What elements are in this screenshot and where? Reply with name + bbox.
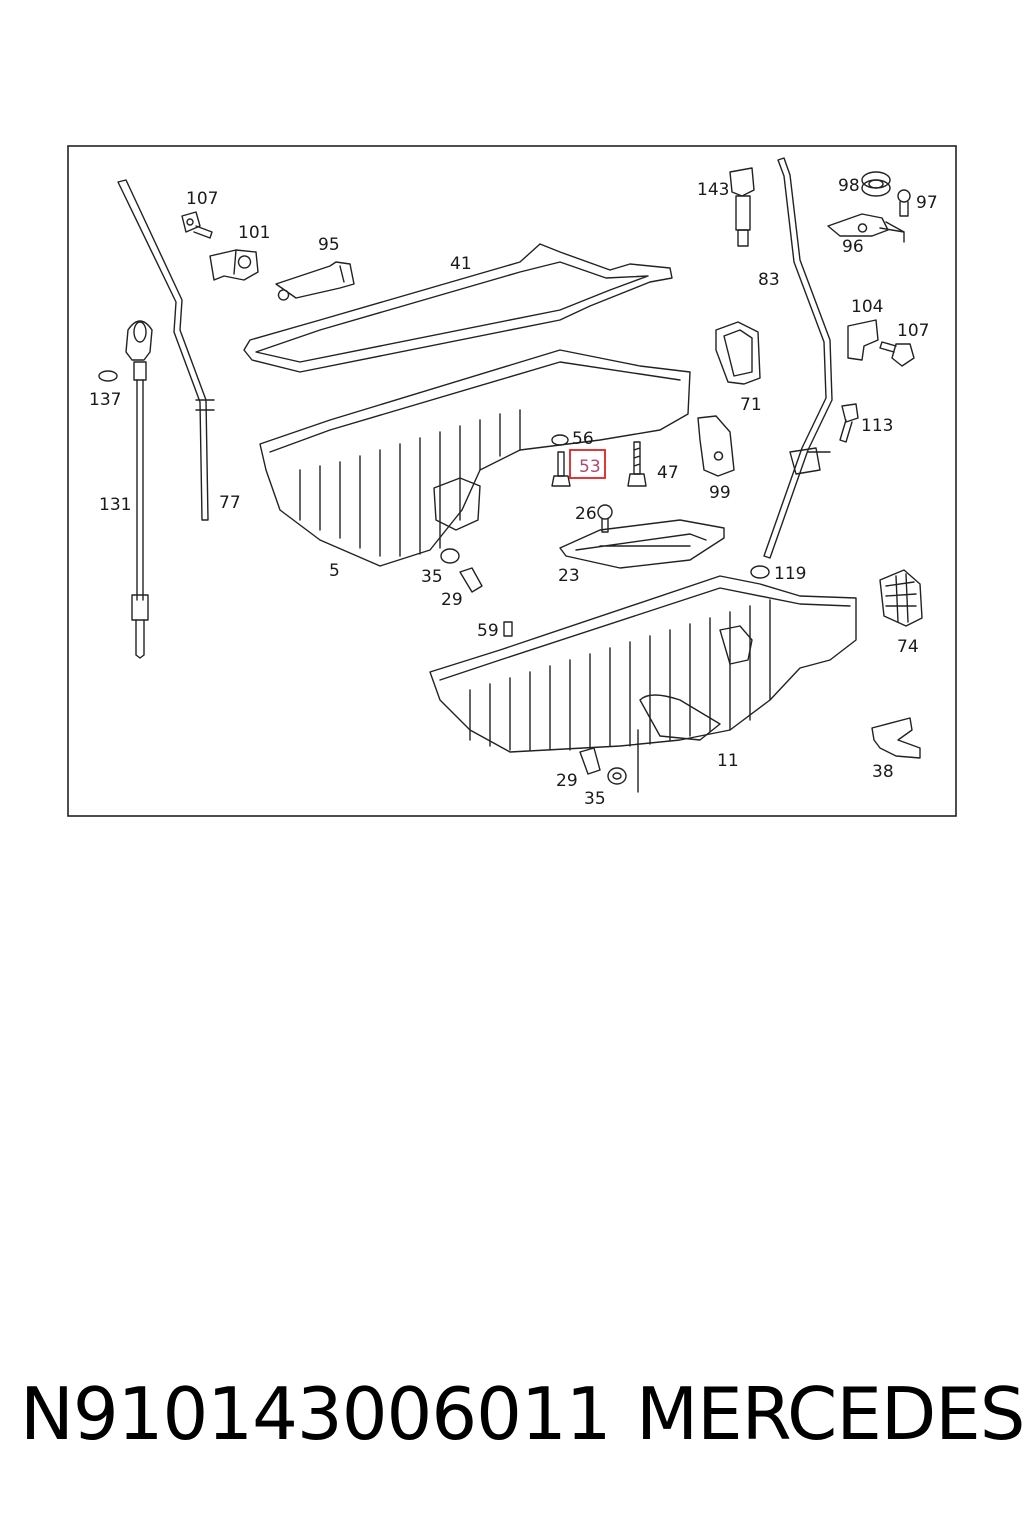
- callout-11[interactable]: 11: [717, 751, 739, 771]
- callout-26[interactable]: 26: [575, 504, 597, 524]
- cover-part: [879, 569, 923, 627]
- oil-tube-part: [763, 157, 833, 559]
- part-number: N910143006011: [20, 1372, 612, 1456]
- upper-oil-pan-part: [259, 349, 691, 567]
- callout-83[interactable]: 83: [758, 270, 780, 290]
- highlight-box: [569, 449, 606, 479]
- callout-113[interactable]: 113: [861, 416, 893, 436]
- callout-59[interactable]: 59: [477, 621, 499, 641]
- drain-plug-part: [440, 548, 483, 593]
- callout-95[interactable]: 95: [318, 235, 340, 255]
- callout-35-lower[interactable]: 35: [584, 789, 606, 809]
- callout-101[interactable]: 101: [238, 223, 270, 243]
- brand-name: MERCEDES: [636, 1372, 1024, 1456]
- dipstick-guide-tube-part: [117, 179, 215, 521]
- callout-56[interactable]: 56: [572, 429, 594, 449]
- o-ring-part: [98, 370, 118, 382]
- bolt-part-47: [627, 441, 647, 487]
- callout-131[interactable]: 131: [99, 495, 131, 515]
- baffle-plate-part: [559, 519, 725, 569]
- screw-part-26: [597, 504, 613, 533]
- drain-plug-part-lower: [579, 747, 627, 785]
- callout-99[interactable]: 99: [709, 483, 731, 503]
- bracket-part-38: [871, 717, 921, 759]
- gasket-part: [243, 243, 673, 373]
- clip-part: [209, 249, 259, 281]
- callout-77[interactable]: 77: [219, 493, 241, 513]
- clip-part-104: [847, 319, 879, 361]
- caption: N910143006011 MERCEDES: [0, 1372, 1024, 1472]
- diagram-frame: [67, 145, 957, 817]
- callout-119[interactable]: 119: [774, 564, 806, 584]
- callout-96[interactable]: 96: [842, 237, 864, 257]
- bolt-part-53: [551, 451, 571, 487]
- callout-23[interactable]: 23: [558, 566, 580, 586]
- seal-part: [715, 321, 761, 385]
- callout-107[interactable]: 107: [186, 189, 218, 209]
- sensor-part: [729, 167, 755, 247]
- screw-part-97: [897, 189, 911, 217]
- bolt-part-113: [839, 403, 859, 443]
- callout-41[interactable]: 41: [450, 254, 472, 274]
- callout-29-lower[interactable]: 29: [556, 771, 578, 791]
- dipstick-part: [125, 320, 153, 659]
- callout-137[interactable]: 137: [89, 390, 121, 410]
- callout-104[interactable]: 104: [851, 297, 883, 317]
- callout-47[interactable]: 47: [657, 463, 679, 483]
- screw-part-107: [879, 341, 915, 367]
- callout-74[interactable]: 74: [897, 637, 919, 657]
- bracket-part-99: [697, 415, 735, 477]
- screw-part: [181, 211, 213, 239]
- callout-98[interactable]: 98: [838, 176, 860, 196]
- callout-71[interactable]: 71: [740, 395, 762, 415]
- callout-53[interactable]: 53: [579, 457, 601, 477]
- pin-part: [503, 621, 513, 637]
- callout-29[interactable]: 29: [441, 590, 463, 610]
- callout-143[interactable]: 143: [697, 180, 729, 200]
- callout-5[interactable]: 5: [329, 561, 340, 581]
- bracket-part: [275, 261, 355, 301]
- washer-part: [551, 434, 569, 446]
- callout-97[interactable]: 97: [916, 193, 938, 213]
- callout-107-right[interactable]: 107: [897, 321, 929, 341]
- lower-oil-pan-part: [429, 575, 857, 753]
- callout-labels: 107 101 95 41 143 98 97 96 83 104 107 13…: [89, 176, 938, 809]
- leader-line: [879, 227, 905, 233]
- callout-35[interactable]: 35: [421, 567, 443, 587]
- grommet-part: [861, 171, 891, 197]
- seal-ring-part: [750, 565, 770, 579]
- callout-38[interactable]: 38: [872, 762, 894, 782]
